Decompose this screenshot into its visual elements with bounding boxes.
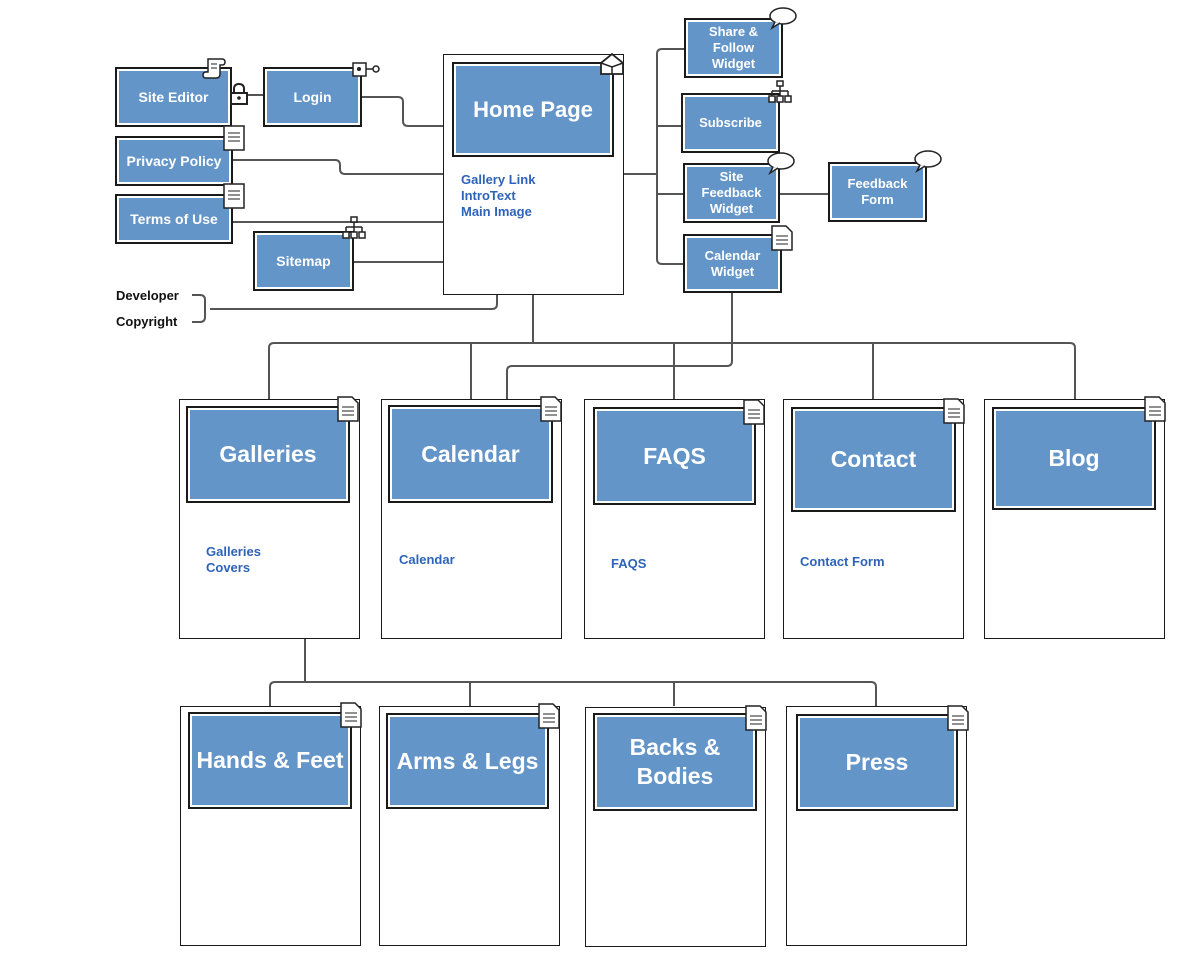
calendar-title-box[interactable]: Calendar [388,405,553,503]
page-document-icon [947,705,969,731]
connector-footer-home [210,294,498,310]
calendar-components: Calendar [399,552,455,567]
scroll-icon [202,58,226,79]
document-icon [223,125,245,151]
sitemap-icon [768,80,792,103]
home-page-components: Gallery Link IntroText Main Image [461,172,536,219]
terms-of-use-label: Terms of Use [130,211,218,227]
page-document-icon [538,703,560,729]
document-icon [223,183,245,209]
site-feedback-widget-node[interactable]: Site Feedback Widget [683,163,780,223]
page-document-icon [943,398,965,424]
calendar-title: Calendar [421,440,520,467]
press-title: Press [845,749,909,775]
subscribe-label: Subscribe [699,115,762,130]
blog-title: Blog [1048,445,1100,471]
faqs-components: FAQS [611,556,647,571]
faqs-title-box[interactable]: FAQS [593,407,756,505]
connector-widgets-trunk [656,48,684,265]
sitemap-icon [342,216,366,239]
arms-legs-title-box[interactable]: Arms & Legs [386,713,549,809]
arms-legs-title: Arms & Legs [396,747,539,774]
privacy-policy-node[interactable]: Privacy Policy [115,136,233,186]
home-icon [600,52,624,75]
faqs-title: FAQS [643,442,706,469]
home-page-title: Home Page [473,96,593,122]
press-title-box[interactable]: Press [796,714,958,811]
connector-privacy-home [233,159,444,175]
sitemap-label: Sitemap [276,253,331,269]
developer-label: Developer [116,288,179,303]
key-icon [352,62,380,77]
connector-login-home [362,96,444,127]
hands-feet-title-box[interactable]: Hands & Feet [188,712,352,809]
feedback-form-label: Feedback Form [847,176,908,207]
page-document-icon [745,705,767,731]
contact-title-box[interactable]: Contact [791,407,956,512]
privacy-policy-label: Privacy Policy [126,153,222,169]
login-node[interactable]: Login [263,67,362,127]
contact-components: Contact Form [800,554,885,569]
document-icon [771,225,793,251]
terms-of-use-node[interactable]: Terms of Use [115,194,233,244]
speech-bubble-icon [767,152,795,175]
share-follow-widget-node[interactable]: Share & Follow Widget [684,18,783,78]
site-editor-label: Site Editor [138,89,209,105]
galleries-components: Galleries Covers [206,544,261,575]
contact-title: Contact [830,446,917,472]
share-follow-widget-label: Share & Follow Widget [708,24,759,71]
home-page-title-box[interactable]: Home Page [452,62,614,157]
feedback-form-node[interactable]: Feedback Form [828,162,927,222]
lock-icon [230,82,248,105]
backs-bodies-title: Backs & Bodies [629,734,721,789]
page-document-icon [340,702,362,728]
page-document-icon [743,399,765,425]
galleries-title: Galleries [219,441,317,467]
calendar-widget-label: Calendar Widget [704,247,761,279]
connector-level2-bus [269,681,877,706]
subscribe-node[interactable]: Subscribe [681,93,780,153]
speech-bubble-icon [914,150,942,173]
site-feedback-widget-label: Site Feedback Widget [701,169,762,216]
backs-bodies-title-box[interactable]: Backs & Bodies [593,713,757,811]
hands-feet-title: Hands & Feet [196,747,344,773]
speech-bubble-icon [769,7,797,30]
login-label: Login [293,89,332,105]
sitemap-node[interactable]: Sitemap [253,231,354,291]
galleries-title-box[interactable]: Galleries [186,406,350,503]
page-document-icon [337,396,359,422]
page-document-icon [1144,396,1166,422]
copyright-label: Copyright [116,314,178,329]
footer-bracket [192,294,206,323]
connector-calendar-widget-to-calendar [506,291,733,399]
calendar-widget-node[interactable]: Calendar Widget [683,234,782,293]
blog-title-box[interactable]: Blog [992,407,1156,510]
page-document-icon [540,396,562,422]
connector-level1-bus [268,342,1076,399]
